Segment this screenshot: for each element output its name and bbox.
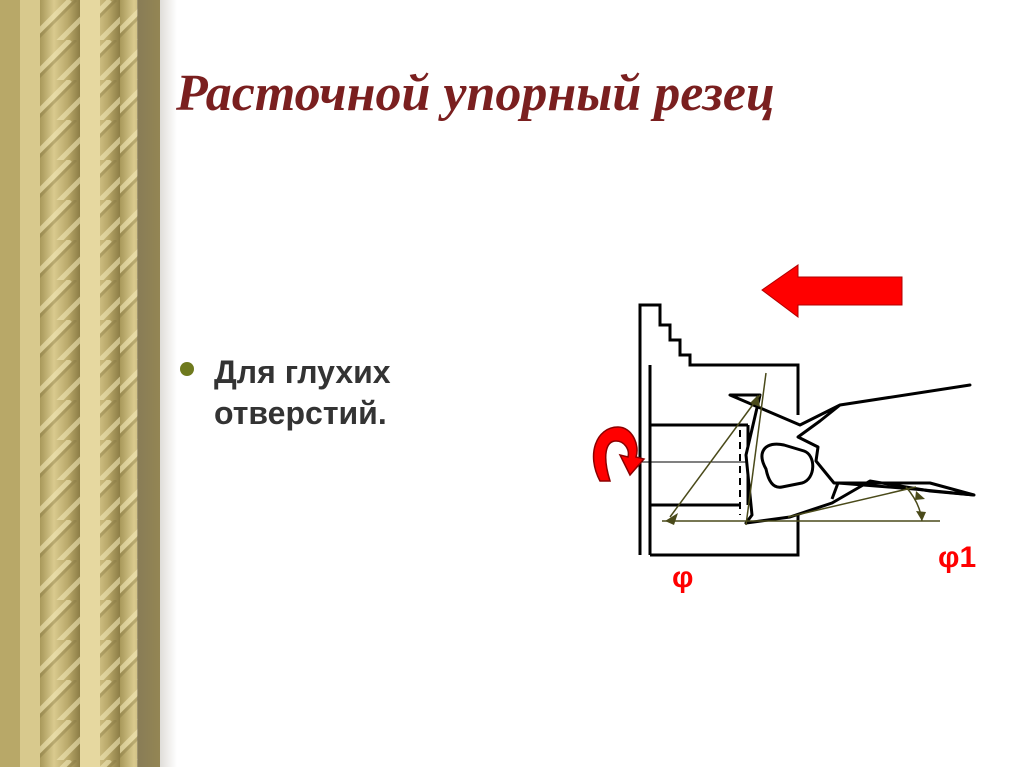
angle-label-main: φ <box>672 561 693 594</box>
bullet-text: Для глухих отверстий. <box>214 354 391 431</box>
angle-label-aux: φ1 <box>938 541 976 574</box>
rotation-arrow-icon <box>592 426 646 482</box>
angle-arrowhead <box>915 491 925 500</box>
boring-tool-diagram: φ φ1 <box>592 264 976 594</box>
feed-arrow-icon <box>761 264 903 318</box>
angle-arrowhead <box>916 511 926 521</box>
angle-arrowhead <box>750 395 760 407</box>
bullet-dot-icon <box>180 362 194 376</box>
border-shadow <box>137 0 177 767</box>
decorative-border <box>0 0 160 767</box>
angle-lines <box>662 372 940 526</box>
slide-title: Расточной упорный резец <box>176 65 775 122</box>
angle-arrowhead <box>665 513 678 525</box>
workpiece <box>638 303 800 557</box>
boring-tool <box>728 383 976 525</box>
